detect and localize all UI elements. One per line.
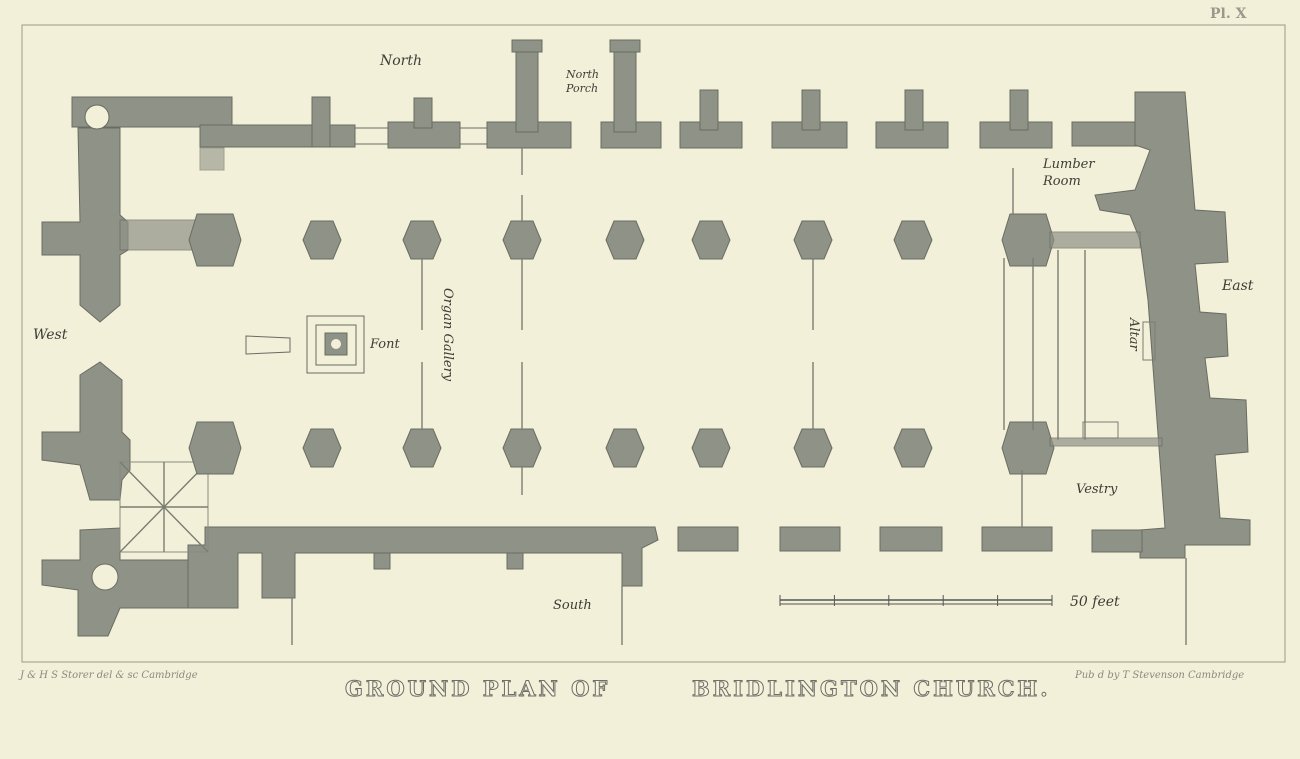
pier — [402, 428, 442, 468]
pier — [793, 428, 833, 468]
label-east: East — [1221, 278, 1254, 294]
pier — [691, 428, 731, 468]
pier — [691, 220, 731, 260]
south-stair-turret — [91, 563, 119, 591]
label-vestry: Vestry — [1076, 482, 1118, 497]
engraver-credit: J & H S Storer del & sc Cambridge — [18, 670, 198, 681]
nave-piers — [188, 148, 1163, 528]
pier — [302, 428, 342, 468]
pier — [893, 220, 933, 260]
label-font: Font — [369, 337, 401, 352]
pier — [893, 428, 933, 468]
pier — [1001, 421, 1055, 475]
altar-table — [1142, 321, 1156, 361]
pier — [188, 421, 242, 475]
label-organ-gallery: Organ Gallery — [440, 288, 455, 382]
publisher-credit: Pub d by T Stevenson Cambridge — [1074, 670, 1244, 681]
pier — [605, 428, 645, 468]
label-lumber-room-1: Lumber — [1042, 157, 1095, 172]
pier — [302, 220, 342, 260]
pier — [793, 220, 833, 260]
label-lumber-room-2: Room — [1042, 174, 1081, 189]
pier — [605, 220, 645, 260]
plate-border — [21, 24, 1286, 663]
label-west: West — [33, 327, 68, 343]
label-north-porch-2: Porch — [565, 82, 598, 95]
north-wall — [71, 39, 1143, 171]
pier — [188, 213, 242, 267]
east-wall — [1094, 91, 1251, 559]
scale-bar — [779, 595, 1053, 606]
pier — [402, 220, 442, 260]
label-altar: Altar — [1126, 317, 1141, 352]
label-south: South — [553, 598, 592, 613]
south-wall — [187, 526, 1187, 645]
pier — [1001, 213, 1055, 267]
label-north: North — [379, 53, 422, 69]
plate-number: Pl. X — [1210, 6, 1247, 22]
north-stair-turret — [84, 104, 110, 130]
title-part2: BRIDLINGTON CHURCH. — [692, 676, 1051, 701]
pier — [502, 220, 542, 260]
title-part1: GROUND PLAN OF — [345, 676, 610, 701]
scale-label: 50 feet — [1070, 594, 1120, 610]
west-towers — [41, 104, 209, 637]
pier — [502, 428, 542, 468]
font — [245, 315, 365, 374]
label-north-porch-1: North — [565, 68, 599, 81]
